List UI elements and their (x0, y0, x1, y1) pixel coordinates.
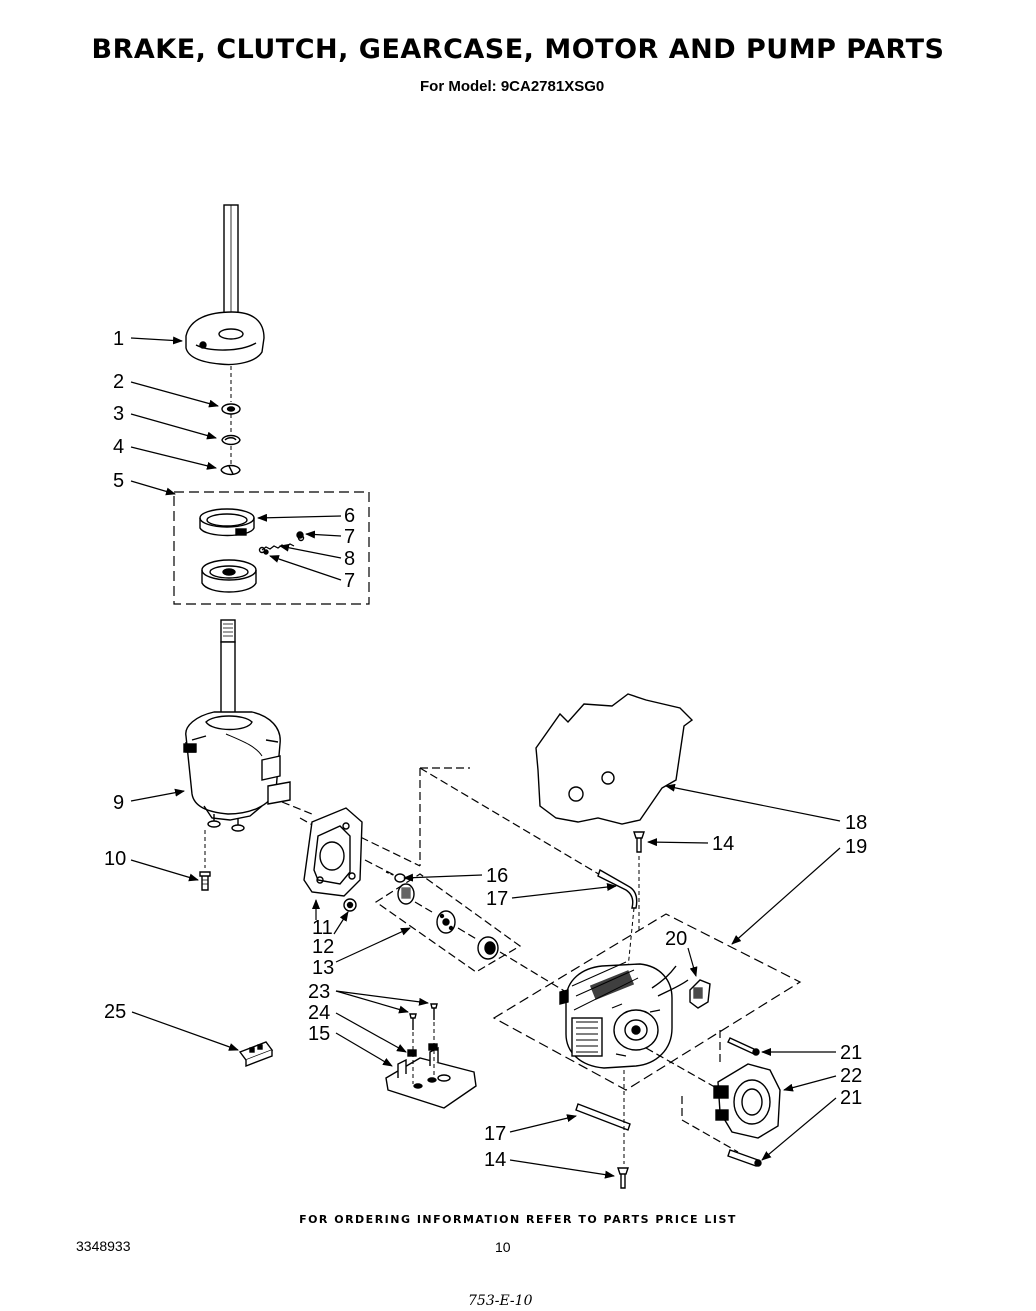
part-6-brake-band (199, 508, 255, 537)
callout-6: 6 (344, 505, 355, 527)
callout-22: 22 (840, 1065, 862, 1087)
part-11-coupling-plate (303, 807, 363, 897)
callout-24: 24 (308, 1002, 330, 1024)
part-21-clip-bottom (727, 1149, 762, 1167)
callout-1: 1 (113, 328, 124, 350)
callout-7-lower: 7 (344, 570, 355, 592)
callout-4: 4 (113, 436, 124, 458)
callout-14-upper: 14 (712, 833, 734, 855)
callout-25: 25 (104, 1001, 126, 1023)
part-12-bumper (343, 898, 357, 912)
callout-17-upper: 17 (486, 888, 508, 910)
part-24-nut (407, 1043, 438, 1057)
part-13-coupler-b (436, 910, 456, 934)
ordering-note: FOR ORDERING INFORMATION REFER TO PARTS … (299, 1213, 737, 1226)
part-7-pin-right (263, 549, 269, 555)
part-18-shield-panel (535, 693, 694, 825)
part-23-screw-a (409, 1013, 417, 1030)
part-3-ring (221, 434, 241, 446)
callout-16: 16 (486, 865, 508, 887)
part-4-retaining-ring (220, 464, 241, 476)
part-19-motor-box (492, 913, 802, 1091)
part-17-hose-top (597, 868, 638, 969)
callout-15: 15 (308, 1023, 330, 1045)
part-2-washer (221, 403, 241, 415)
callout-10: 10 (104, 848, 126, 870)
callout-3: 3 (113, 403, 124, 425)
page-title: BRAKE, CLUTCH, GEARCASE, MOTOR AND PUMP … (91, 34, 945, 65)
callout-23: 23 (308, 981, 330, 1003)
part-14-screw-bottom (617, 1167, 629, 1189)
part-13-coupler-a (397, 883, 415, 905)
callout-21-lower: 21 (840, 1087, 862, 1109)
part-brake-drum (201, 559, 257, 593)
callout-labels: 1 2 3 4 5 6 7 8 7 9 10 11 12 13 16 17 18… (104, 328, 867, 1171)
part-10-screw (199, 871, 211, 891)
callout-17-lower: 17 (484, 1123, 506, 1145)
callout-20: 20 (665, 928, 687, 950)
callout-11: 11 (312, 917, 333, 939)
part-19-motor (559, 961, 689, 1069)
part-20-capacitor-connector (689, 979, 711, 1009)
callout-9: 9 (113, 792, 124, 814)
handwritten-code: 753-E-10 (468, 1293, 533, 1309)
callout-19: 19 (845, 836, 867, 858)
part-17-hose-bottom (575, 1103, 631, 1131)
part-13-coupling-box (374, 873, 522, 973)
callout-5: 5 (113, 470, 124, 492)
part-15-bracket (385, 1046, 477, 1109)
document-number: 3348933 (76, 1238, 131, 1254)
page-number: 10 (495, 1239, 511, 1255)
part-23-screw-b (430, 1003, 438, 1020)
callout-12: 12 (312, 936, 334, 958)
part-14-screw-top (633, 831, 645, 853)
leader-lines (130, 336, 841, 1179)
callout-7-upper: 7 (344, 526, 355, 548)
part-22-pump (713, 1063, 781, 1139)
part-25-terminal-block (238, 1041, 274, 1068)
part-16-clip (385, 871, 406, 883)
part-9-gearcase (183, 619, 291, 832)
callout-18: 18 (845, 812, 867, 834)
part-5-brake-assembly-box (173, 491, 370, 605)
callout-8: 8 (344, 548, 355, 570)
callout-14-lower: 14 (484, 1149, 506, 1171)
callout-13: 13 (312, 957, 334, 979)
model-line: For Model: 9CA2781XSG0 (420, 78, 605, 95)
callout-2: 2 (113, 371, 124, 393)
part-21-clip-top (727, 1037, 760, 1056)
part-7-pin-left (296, 531, 304, 539)
part-1-drive-hub (185, 204, 265, 402)
part-13-coupler-c (477, 936, 499, 960)
callout-21-upper: 21 (840, 1042, 862, 1064)
